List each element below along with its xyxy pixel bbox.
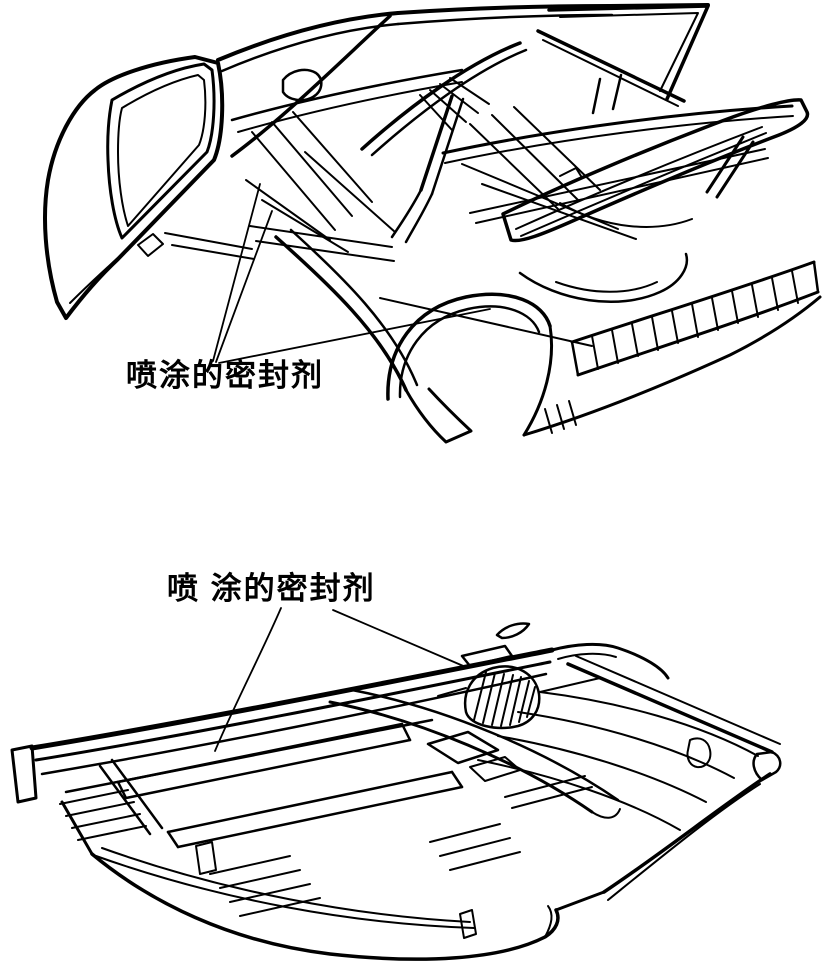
floor-pan-line-art bbox=[10, 607, 782, 961]
sealant-label-top: 喷涂的密封剂 bbox=[126, 358, 324, 393]
car-body-line-art bbox=[43, 3, 822, 444]
figure-car-body bbox=[0, 0, 837, 475]
figure-floor-pan bbox=[0, 560, 837, 974]
sealant-label-bottom: 喷 涂的密封剂 bbox=[167, 571, 376, 606]
